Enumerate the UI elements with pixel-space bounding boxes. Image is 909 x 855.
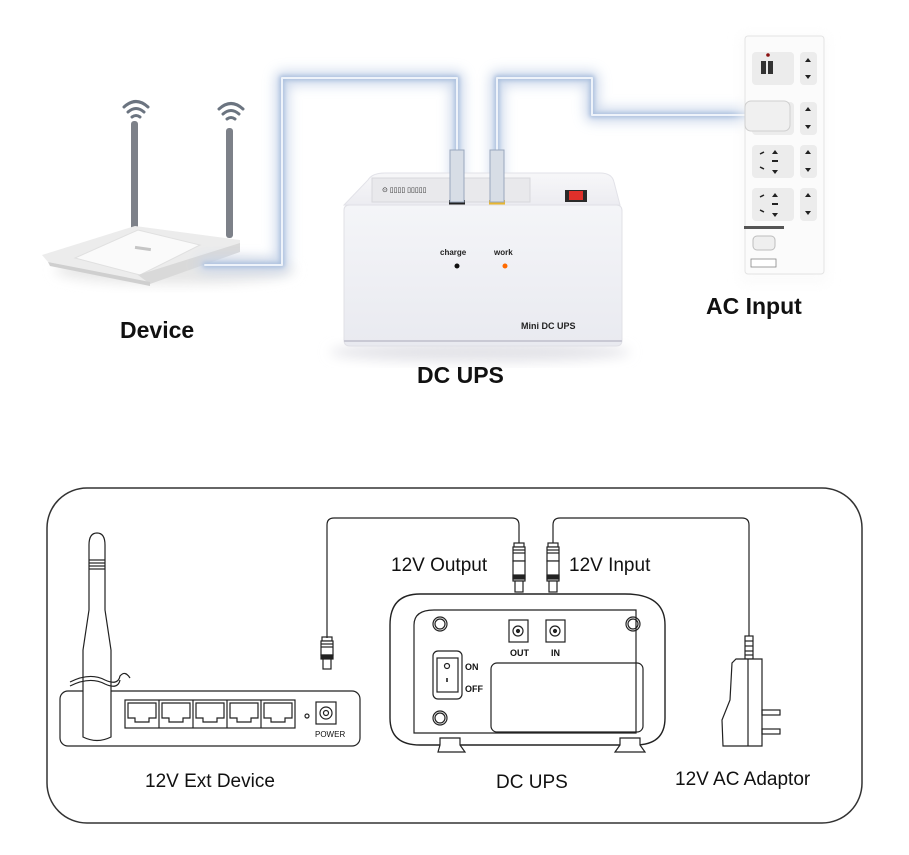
svg-text:⊙ ▯▯▯▯ ▯▯▯▯▯: ⊙ ▯▯▯▯ ▯▯▯▯▯ <box>382 187 427 194</box>
device-label: Device <box>120 317 195 343</box>
input-cable-label: 12V Input <box>569 555 651 576</box>
antenna <box>226 128 233 238</box>
in-label: IN <box>551 648 560 658</box>
antenna <box>131 121 138 231</box>
in-jack <box>545 619 566 643</box>
dc-ups-photo: ⊙ ▯▯▯▯ ▯▯▯▯▯ <box>330 149 630 362</box>
out-jack <box>508 619 529 643</box>
dc-plug-icon <box>546 542 560 593</box>
dc-ups-caption: DC UPS <box>496 772 568 793</box>
input-cable <box>552 517 750 636</box>
power-label: POWER <box>315 730 345 739</box>
power-jack <box>315 701 337 725</box>
off-label: OFF <box>465 684 483 694</box>
charge-led <box>454 263 460 269</box>
ac-input-label: AC Input <box>706 293 802 319</box>
ethernet-ports <box>124 699 296 729</box>
power-strip-photo <box>740 34 828 284</box>
ac-adaptor-caption: 12V AC Adaptor <box>675 769 811 790</box>
on-label: ON <box>465 662 479 672</box>
dc-plug-icon <box>512 542 526 593</box>
router-drawing <box>59 532 361 747</box>
top-illustration: ⊙ ▯▯▯▯ ▯▯▯▯▯ <box>42 34 828 362</box>
wifi-icon <box>122 100 150 119</box>
cables <box>198 71 759 272</box>
charge-label: charge <box>440 248 467 257</box>
ups-back-drawing <box>389 593 666 753</box>
brand-label: Mini DC UPS <box>521 321 576 331</box>
dc-plug-icon <box>320 636 334 670</box>
work-label: work <box>494 248 513 257</box>
output-cable <box>326 517 520 638</box>
ac-adaptor-drawing <box>721 635 781 747</box>
ext-device-caption: 12V Ext Device <box>145 771 275 792</box>
wifi-icon <box>217 102 245 121</box>
dc-ups-label: DC UPS <box>417 362 504 388</box>
out-label: OUT <box>510 648 530 658</box>
work-led <box>502 263 508 269</box>
output-cable-label: 12V Output <box>391 555 488 576</box>
power-switch-drawing <box>432 650 463 700</box>
